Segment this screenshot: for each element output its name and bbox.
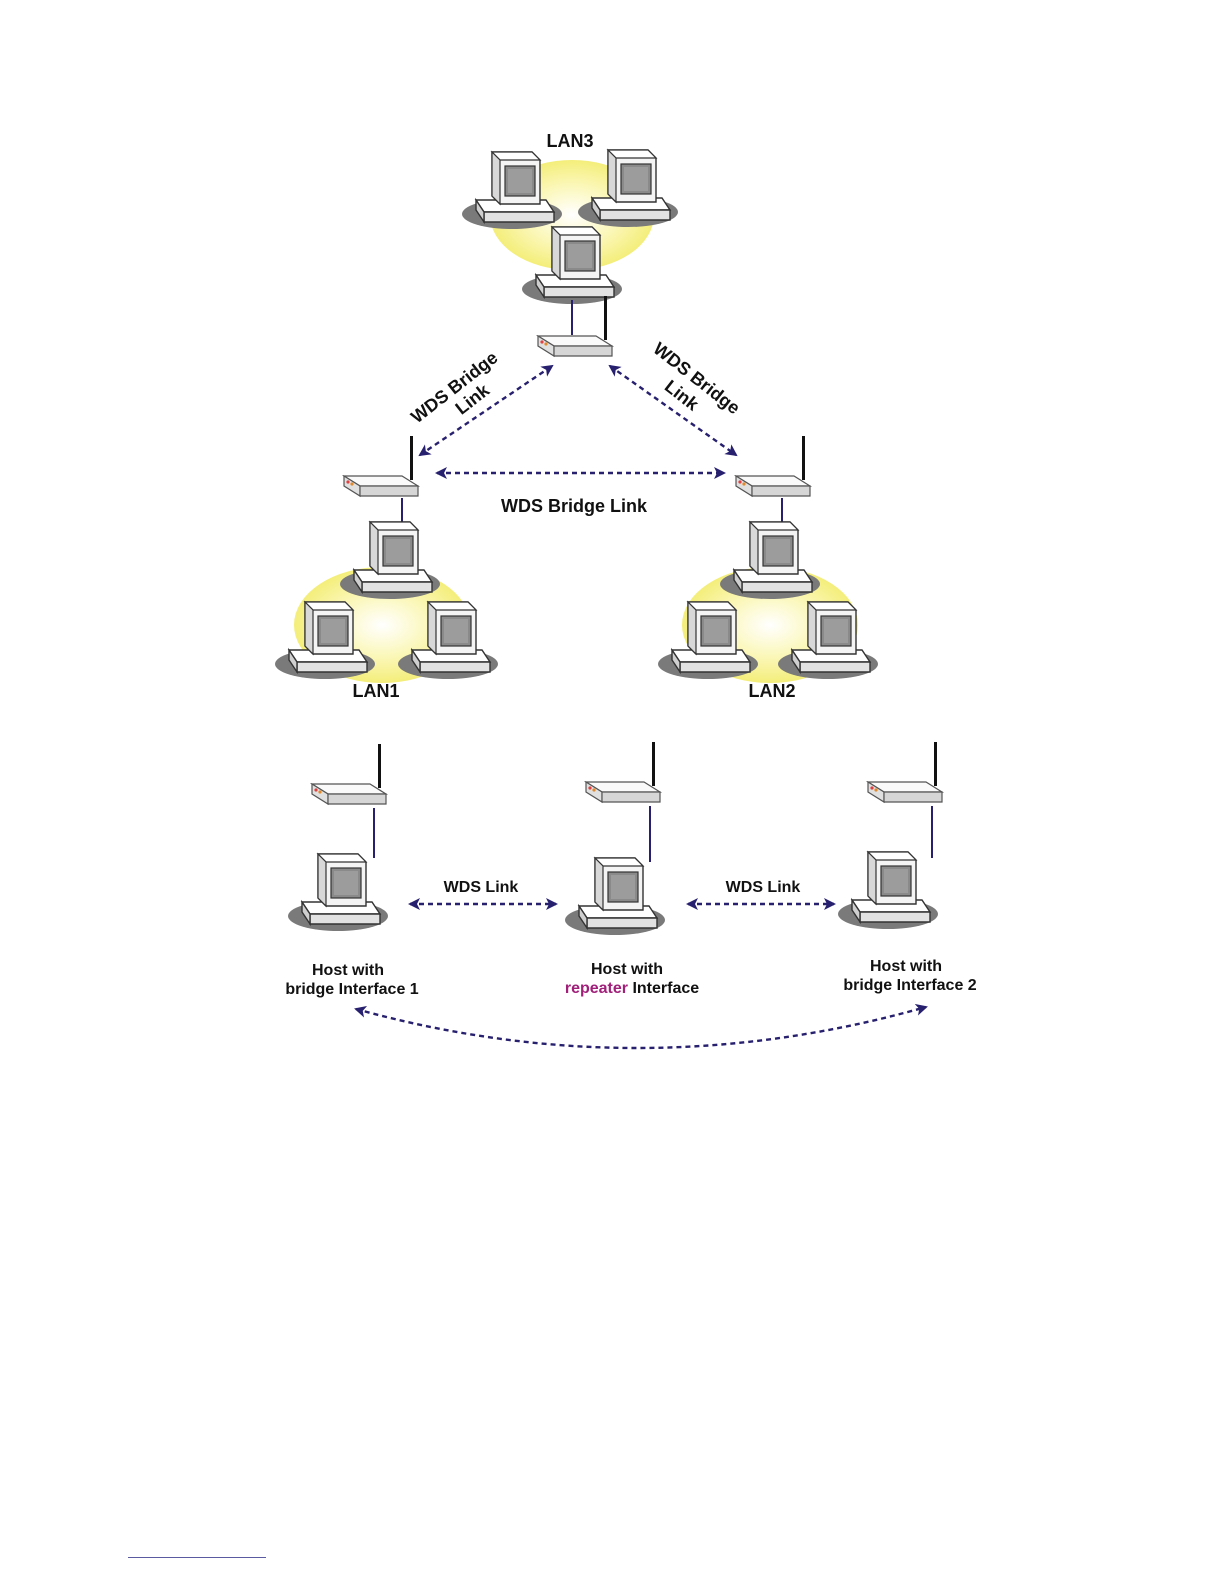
lan3-router-icon <box>538 296 612 356</box>
repeater-router-icon <box>586 742 660 802</box>
host2-label-line1: Host with <box>870 958 942 975</box>
lan2-computer-icon-top <box>720 522 820 599</box>
host2-label-line2: bridge Interface 2 <box>843 977 976 994</box>
footnote-divider <box>128 1557 266 1558</box>
repeater-computer-icon <box>565 858 665 935</box>
lan3-label: LAN3 <box>546 131 593 151</box>
lan1-label: LAN1 <box>352 681 399 701</box>
host1-label-line1: Host with <box>312 962 384 979</box>
repeater-highlight: repeater <box>565 980 628 997</box>
lan1-computer-icon-top <box>340 522 440 599</box>
host2-computer-icon <box>838 852 938 929</box>
lan1-router-icon <box>344 436 418 496</box>
wds-link-curved-arrow <box>356 1007 926 1048</box>
host1-computer-icon <box>288 854 388 931</box>
repeater-host-label-line1: Host with <box>591 961 663 978</box>
repeater-host-label-line2: repeater Interface <box>565 980 699 997</box>
host1-router-icon <box>312 744 386 804</box>
wds-bridge-link-middle-label: WDS Bridge Link <box>501 496 648 516</box>
host1-label-line2: bridge Interface 1 <box>285 981 418 998</box>
wds-bridge-link-right-label-line1: WDS Bridge <box>650 338 744 418</box>
repeater-interface-text: Interface <box>628 980 699 997</box>
wds-link-right-label: WDS Link <box>726 879 801 896</box>
host2-router-icon <box>868 742 942 802</box>
wds-bridge-link-left-label-line1: WDS Bridge <box>407 347 501 427</box>
lan2-label: LAN2 <box>748 681 795 701</box>
lan2-router-icon <box>736 436 810 496</box>
wds-link-left-label: WDS Link <box>444 879 519 896</box>
